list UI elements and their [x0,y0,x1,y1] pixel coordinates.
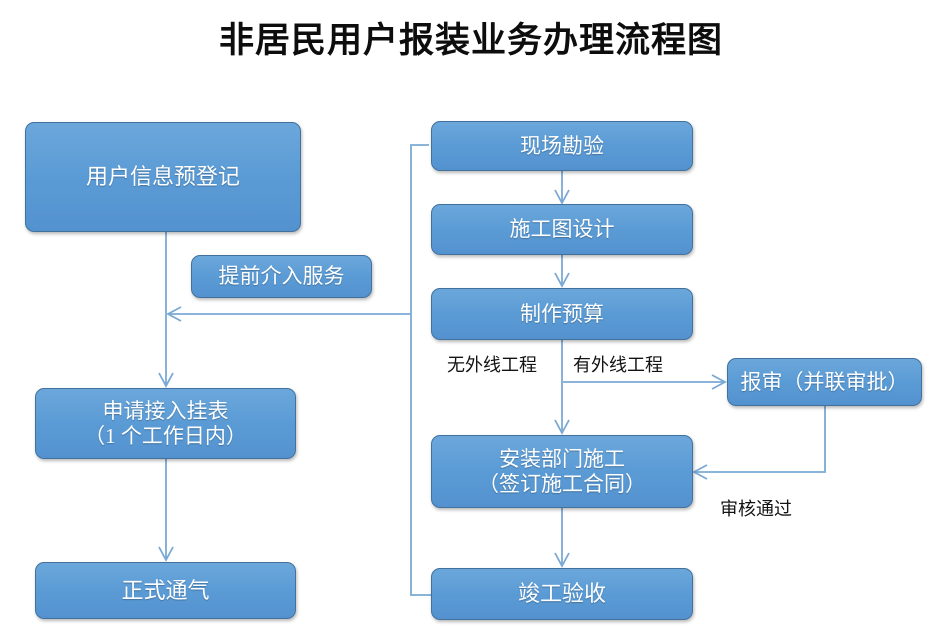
node-label: 制作预算 [520,301,604,326]
node-label: 报审（并联审批） [740,369,909,394]
node-pre-register[interactable]: 用户信息预登记 [25,122,301,232]
node-make-budget[interactable]: 制作预算 [431,288,693,340]
connector-install-construct-to-completion-accept [554,508,570,568]
node-apply-meter[interactable]: 申请接入挂表 （1 个工作日内） [35,388,296,459]
node-label: 施工图设计 [509,217,615,242]
connector-submit-review-to-install-construct [692,405,826,480]
edge-label-no-external-line: 无外线工程 [447,355,537,375]
node-label: 用户信息预登记 [85,164,240,190]
connector-make-budget-to-install-construct [554,340,570,435]
node-label: 竣工验收 [517,581,606,607]
node-label: 现场勘验 [520,133,604,158]
node-label: 提前介入服务 [218,264,345,289]
node-label: 正式通气 [121,577,210,603]
node-advance-service[interactable]: 提前介入服务 [191,255,372,298]
connector-right-column-spine [410,144,431,596]
node-submit-review[interactable]: 报审（并联审批） [727,358,922,406]
node-label: 申请接入挂表 （1 个工作日内） [84,398,247,448]
node-label: 安装部门施工 （签订施工合同） [478,446,646,496]
page-title: 非居民用户报装业务办理流程图 [218,21,723,60]
connector-site-survey-to-drawing-design [554,170,570,205]
connector-advance-service-to-pre-register [166,306,411,322]
connector-pre-register-to-apply-meter [158,232,174,388]
node-site-survey[interactable]: 现场勘验 [431,121,693,171]
edge-label-review-passed: 审核通过 [720,499,792,519]
node-completion-accept[interactable]: 竣工验收 [431,568,693,620]
connector-apply-meter-to-formal-gas [158,458,174,562]
node-install-construct[interactable]: 安装部门施工 （签订施工合同） [431,435,693,508]
connector-make-budget-to-submit-review [563,374,727,390]
node-formal-gas[interactable]: 正式通气 [35,562,296,619]
edge-label-has-external-line: 有外线工程 [573,355,663,375]
connector-drawing-design-to-make-budget [554,255,570,288]
node-drawing-design[interactable]: 施工图设计 [431,204,693,255]
